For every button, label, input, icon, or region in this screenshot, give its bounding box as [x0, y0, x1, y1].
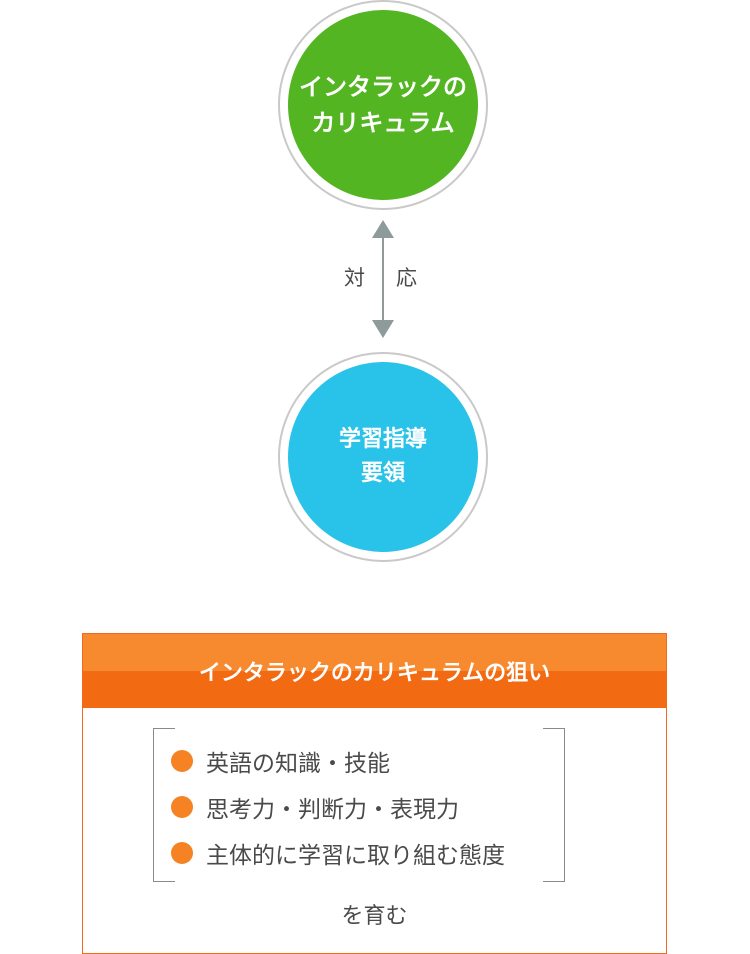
- guidelines-title-line1: 学習指導: [338, 427, 427, 452]
- guidelines-circle-fill: 学習指導 要領: [288, 362, 478, 552]
- curriculum-circle-fill: インタラックの カリキュラム: [288, 10, 478, 200]
- correspond-label-right: 応: [396, 266, 417, 290]
- aims-list-item: 主体的に学習に取り組む態度: [171, 830, 505, 876]
- aims-list-item: 英語の知識・技能: [171, 738, 505, 784]
- curriculum-title-line2: カリキュラム: [311, 109, 455, 137]
- guidelines-circle: 学習指導 要領: [278, 352, 488, 562]
- aims-header: インタラックのカリキュラムの狙い: [83, 634, 666, 708]
- aims-title: インタラックのカリキュラムの狙い: [198, 661, 551, 686]
- aims-box: インタラックのカリキュラムの狙い 英語の知識・技能 思考力・判断力・表現力 主体…: [82, 633, 667, 954]
- bullet-dot-icon: [171, 796, 193, 818]
- aims-item-label: 英語の知識・技能: [206, 751, 390, 777]
- aims-footer: を育む: [341, 904, 408, 929]
- guidelines-title-line2: 要領: [360, 461, 405, 486]
- curriculum-title-line1: インタラックの: [299, 73, 467, 101]
- right-bracket: [543, 728, 565, 882]
- curriculum-circle: インタラックの カリキュラム: [278, 0, 488, 210]
- double-arrow-icon: [372, 220, 394, 338]
- left-bracket: [153, 728, 175, 882]
- bullet-dot-icon: [171, 750, 193, 772]
- aims-item-label: 主体的に学習に取り組む態度: [206, 843, 505, 869]
- bullet-dot-icon: [171, 842, 193, 864]
- correspond-label-left: 対: [344, 266, 365, 290]
- aims-list-item: 思考力・判断力・表現力: [171, 784, 505, 830]
- aims-item-label: 思考力・判断力・表現力: [206, 797, 459, 823]
- aims-list: 英語の知識・技能 思考力・判断力・表現力 主体的に学習に取り組む態度: [171, 738, 505, 876]
